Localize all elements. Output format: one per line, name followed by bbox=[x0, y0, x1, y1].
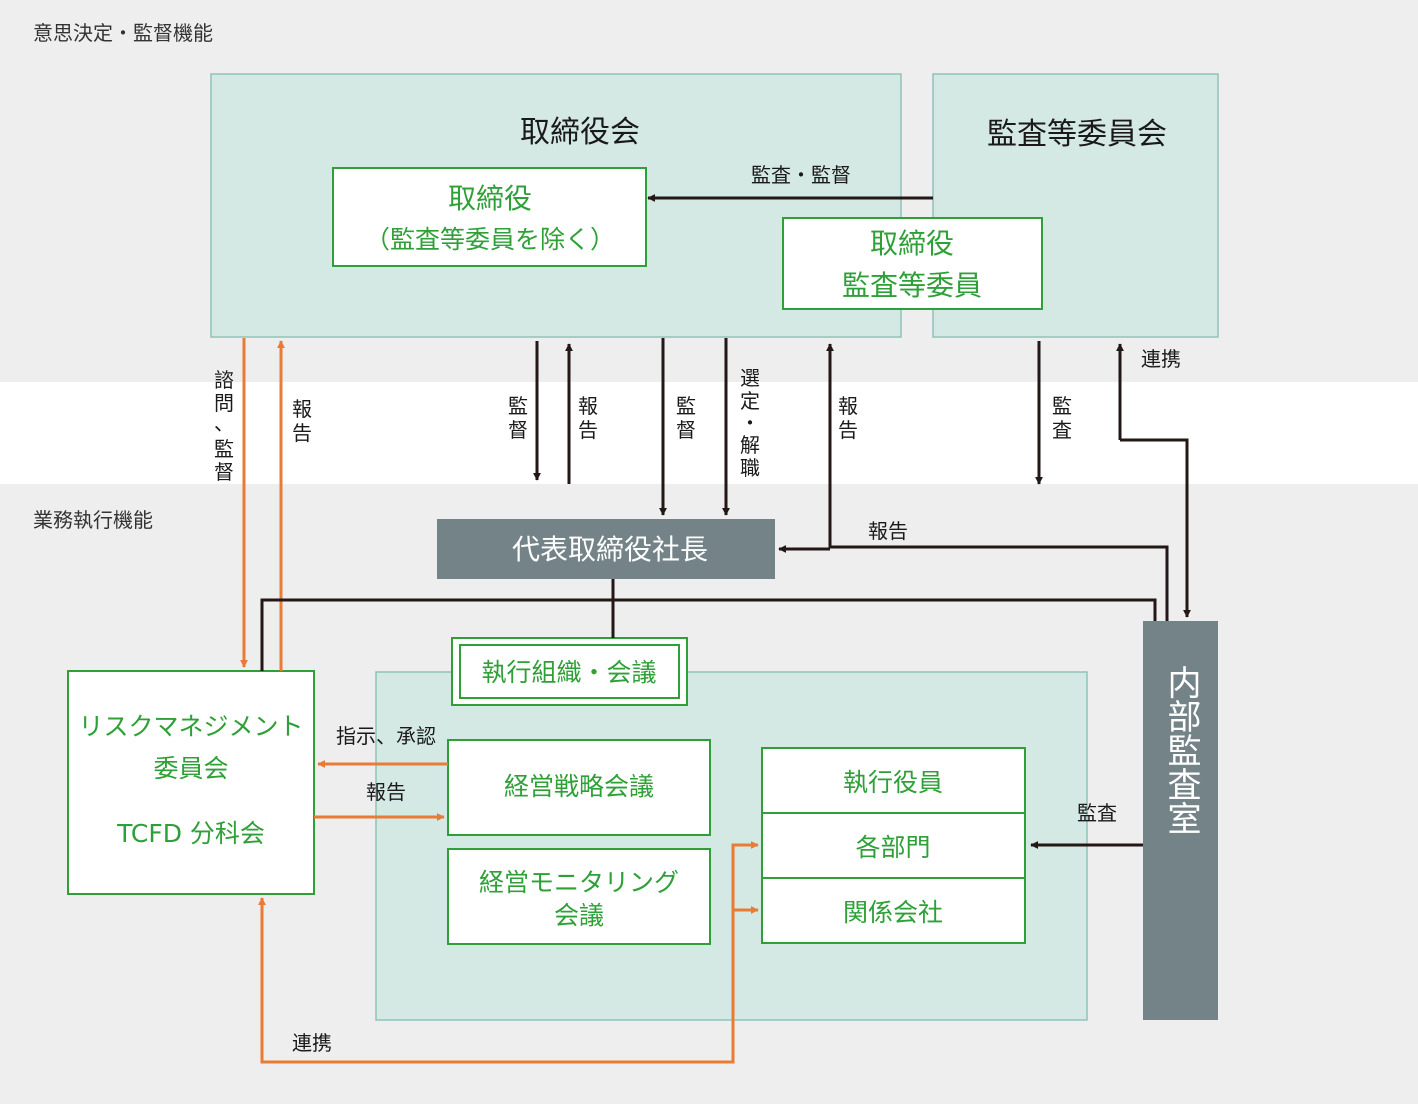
execution-section-label: 業務執行機能 bbox=[33, 508, 153, 532]
instruct-label: 指示、承認 bbox=[336, 724, 436, 748]
directors-label: 取締役 bbox=[448, 182, 532, 215]
internal-audit-label: 内部監査室 bbox=[1161, 665, 1201, 835]
audit-committee-title: 監査等委員会 bbox=[987, 117, 1167, 152]
risk-committee-label-1: リスクマネジメント bbox=[78, 712, 303, 741]
audit-supervise-label: 監査・監督 bbox=[751, 163, 851, 187]
board-title: 取締役会 bbox=[520, 115, 640, 150]
risk-committee-box bbox=[67, 670, 315, 895]
link-bottom-label: 連携 bbox=[292, 1031, 332, 1055]
officers-label: 執行役員 bbox=[843, 768, 943, 797]
sel-label-4: 解 bbox=[740, 433, 760, 457]
consult-label-3: 、 bbox=[214, 411, 234, 435]
sup-c-label-1: 監 bbox=[676, 394, 696, 418]
report-b-label-1: 報 bbox=[578, 394, 598, 418]
risk-committee-label-2: 委員会 bbox=[153, 754, 228, 783]
governance-section-label: 意思決定・監督機能 bbox=[33, 21, 213, 45]
report-h-label: 報告 bbox=[868, 519, 908, 543]
consult-label-2: 問 bbox=[214, 391, 234, 415]
audit-ia-label: 監査 bbox=[1077, 801, 1117, 825]
sel-label-1: 選 bbox=[740, 366, 760, 390]
sel-label-2: 定 bbox=[740, 389, 760, 413]
directors-box bbox=[332, 167, 647, 267]
internal-audit-report-arrow bbox=[826, 343, 1169, 621]
departments-label: 各部門 bbox=[855, 833, 930, 862]
audit-d-label-2: 査 bbox=[1052, 418, 1072, 442]
bottom-link-line bbox=[260, 841, 759, 1064]
sel-label-5: 職 bbox=[740, 456, 760, 480]
strategy-meeting-label: 経営戦略会議 bbox=[504, 772, 654, 801]
sup-c-label-2: 督 bbox=[676, 418, 696, 442]
risk-report-label-2: 告 bbox=[292, 421, 312, 445]
exec-org-title-inner bbox=[459, 644, 680, 699]
report-c-label-1: 報 bbox=[838, 394, 858, 418]
report-c-label-2: 告 bbox=[838, 418, 858, 442]
president-box bbox=[437, 519, 775, 579]
monitoring-meeting-box bbox=[447, 848, 711, 945]
officers-box bbox=[761, 747, 1026, 814]
committee-link-arrow-down bbox=[1120, 438, 1191, 618]
audit-member-label-1: 取締役 bbox=[870, 227, 954, 260]
consult-label-5: 督 bbox=[214, 460, 234, 484]
report-s-label: 報告 bbox=[366, 780, 406, 804]
exec-org-title: 執行組織・会議 bbox=[481, 658, 656, 687]
affiliates-box bbox=[761, 877, 1026, 944]
audit-d-label-1: 監 bbox=[1052, 394, 1072, 418]
sel-label-3: ・ bbox=[740, 411, 760, 435]
monitoring-meeting-label-1: 経営モニタリング bbox=[479, 868, 679, 897]
strategy-meeting-box bbox=[447, 739, 711, 836]
link-top-label: 連携 bbox=[1141, 347, 1181, 371]
tcfd-label: TCFD 分科会 bbox=[116, 819, 265, 848]
sup-b-label-1: 監 bbox=[508, 394, 528, 418]
internal-audit-box bbox=[1143, 621, 1218, 1020]
audit-member-label-2: 監査等委員 bbox=[842, 269, 982, 302]
sup-b-label-2: 督 bbox=[508, 418, 528, 442]
consult-label-1: 諮 bbox=[214, 368, 234, 392]
risk-report-label-1: 報 bbox=[292, 397, 312, 421]
directors-sub-label: （監査等委員を除く） bbox=[365, 225, 615, 254]
risk-audit-connector bbox=[260, 598, 1157, 671]
affiliates-label: 関係会社 bbox=[843, 898, 943, 927]
president-label: 代表取締役社長 bbox=[512, 533, 708, 566]
monitoring-meeting-label-2: 会議 bbox=[554, 901, 604, 930]
consult-label-4: 監 bbox=[214, 437, 234, 461]
report-b-label-2: 告 bbox=[578, 418, 598, 442]
audit-member-box bbox=[782, 217, 1043, 310]
